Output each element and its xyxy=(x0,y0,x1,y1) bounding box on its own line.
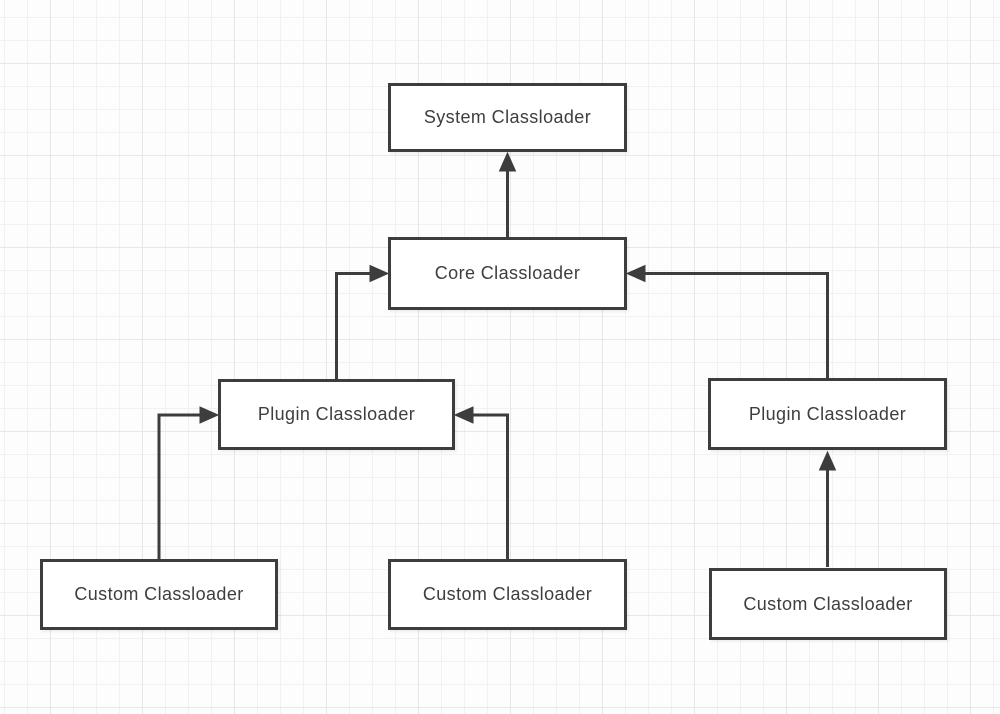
node-core-classloader: Core Classloader xyxy=(388,237,627,310)
arrowhead-up-icon xyxy=(498,151,517,172)
edge-custom-right-to-plugin-right xyxy=(818,450,837,567)
edge-plugin-right-to-core xyxy=(625,264,829,378)
node-custom-classloader-left: Custom Classloader xyxy=(40,559,278,630)
node-custom-classloader-middle: Custom Classloader xyxy=(388,559,627,630)
edge-line xyxy=(157,413,201,559)
node-label: Custom Classloader xyxy=(743,593,913,614)
node-label: System Classloader xyxy=(423,107,592,127)
arrowhead-left-icon xyxy=(453,406,474,424)
node-custom-classloader-right: Custom Classloader xyxy=(709,568,947,640)
edge-line xyxy=(644,272,829,378)
node-plugin-classloader-right: Plugin Classloader xyxy=(708,378,947,450)
arrowhead-left-icon xyxy=(625,264,646,283)
node-label: Plugin Classloader xyxy=(748,403,907,424)
node-system-classloader: System Classloader xyxy=(388,83,627,152)
node-plugin-classloader-left: Plugin Classloader xyxy=(218,379,455,450)
node-label: Custom Classloader xyxy=(422,584,593,604)
node-label: Custom Classloader xyxy=(74,584,244,604)
edge-line xyxy=(472,413,509,559)
edge-core-to-system xyxy=(498,151,517,237)
arrowhead-right-icon xyxy=(199,406,220,424)
node-label: Core Classloader xyxy=(434,263,581,283)
arrowhead-right-icon xyxy=(369,264,390,283)
node-label: Plugin Classloader xyxy=(257,404,416,424)
edge-custom-middle-to-plugin-left xyxy=(453,406,509,559)
edge-line xyxy=(335,272,371,379)
edge-plugin-left-to-core xyxy=(335,264,390,379)
edge-custom-left-to-plugin-left xyxy=(157,406,220,559)
arrowhead-up-icon xyxy=(818,450,837,471)
